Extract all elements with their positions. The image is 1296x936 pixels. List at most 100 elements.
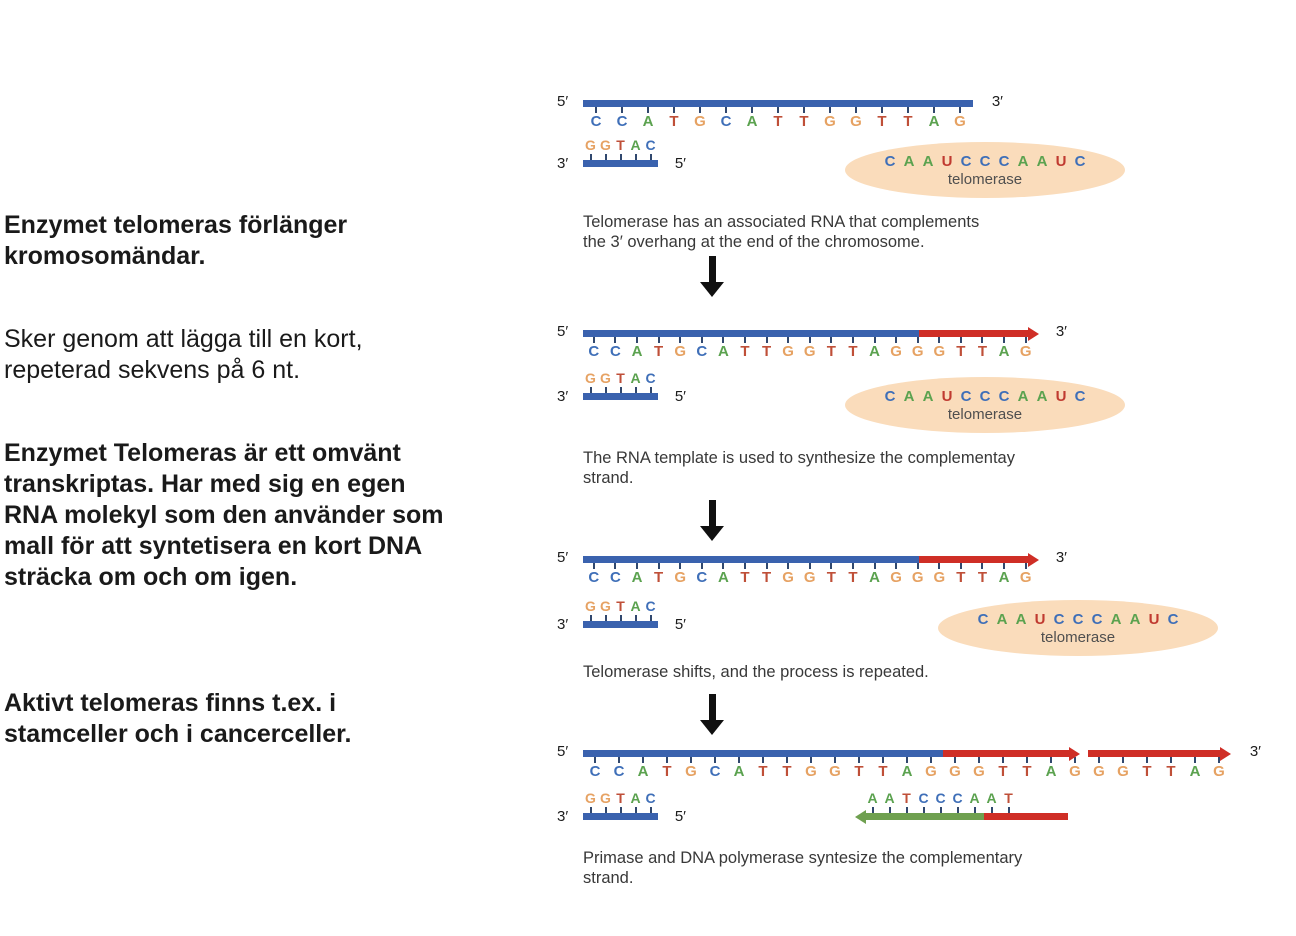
base-letter: U [941,387,953,405]
base-T: T [871,757,895,780]
base-pair-tick [881,107,883,113]
base-pair-tick [916,563,919,569]
base-G: G [1111,757,1135,780]
base-pair-tick [855,107,857,113]
base-T: T [613,790,628,813]
base-A: A [1014,153,1033,170]
arrow-head [700,282,724,297]
base-letter: G [890,569,902,586]
base-letter: G [585,370,596,386]
step4-caption: Primase and DNA polymerase syntesize the… [583,849,1023,887]
base-T: T [821,337,843,360]
base-pair-tick [978,757,980,763]
base-letter: A [1189,763,1201,780]
base-letter: U [1148,610,1160,628]
arrow-shaft [708,694,716,720]
base-letter: A [630,790,641,806]
base-C: C [915,790,932,813]
base-A: A [628,137,643,160]
base-A: A [727,757,751,780]
base-G: G [929,563,951,586]
base-A: A [993,337,1015,360]
base-A: A [1107,611,1126,628]
base-pair-tick [858,757,860,763]
base-A: A [628,598,643,621]
base-pair-tick [714,757,716,763]
strand-backbone [583,556,1037,563]
base-letter: T [669,113,679,130]
base-T: T [1159,757,1183,780]
base-pair-tick [634,807,637,813]
base-T: T [842,337,864,360]
base-C: C [643,598,658,621]
base-letter: C [609,569,621,586]
five-prime-label: 5′ [557,743,569,760]
base-pair-tick [871,807,874,813]
base-T: T [869,107,895,130]
base-letter: T [616,598,625,614]
base-pair-tick [762,757,764,763]
down-arrow-icon [700,500,724,541]
base-C: C [713,107,739,130]
base-A: A [993,563,1015,586]
base-A: A [635,107,661,130]
base-G: G [598,598,613,621]
base-letter: G [949,763,961,780]
base-G: G [583,598,598,621]
base-letter: C [884,152,896,170]
base-letter: A [1017,387,1029,405]
base-pair-tick [589,615,592,621]
base-pair-tick [1003,563,1006,569]
base-U: U [1145,611,1164,628]
base-T: T [655,757,679,780]
base-letter: T [854,763,864,780]
base-pair-tick [649,154,652,160]
base-letter: A [922,387,934,405]
base-G: G [1015,563,1037,586]
strand-backbone [583,393,658,400]
base-pair-tick [907,107,909,113]
arrow-shaft [708,500,716,526]
base-C: C [643,790,658,813]
base-A: A [628,790,643,813]
base-pair-tick [690,757,692,763]
base-pair-tick [916,337,919,343]
five-prime-label: 5′ [674,155,686,172]
strand-backbone [583,100,973,107]
base-G: G [777,563,799,586]
base-C: C [995,153,1014,170]
base-letter: C [590,113,602,130]
new-telomere-red-arrow [942,750,1069,757]
base-pair-tick [604,387,607,393]
base-letter: G [829,763,841,780]
base-letter: G [890,343,902,360]
base-letter: A [1017,152,1029,170]
base-pair-tick [830,563,833,569]
base-letter: G [911,343,924,360]
note-paragraph-1: Enzymet telomeras förlänger kromosomända… [4,211,348,270]
arrow-shaft [708,256,716,282]
telomerase-label: telomerase [947,405,1023,423]
base-C: C [881,388,900,405]
base-letter: A [1036,387,1048,405]
base-A: A [864,790,881,813]
dna-backbone-blue [583,393,658,400]
base-pair-tick [634,154,637,160]
base-T: T [765,107,791,130]
base-letter: G [585,790,596,806]
base-letter: C [613,763,625,780]
down-arrow-icon [700,694,724,735]
base-C: C [974,611,993,628]
base-letter: T [653,343,664,360]
base-letter: G [973,763,985,780]
base-C: C [1071,388,1090,405]
